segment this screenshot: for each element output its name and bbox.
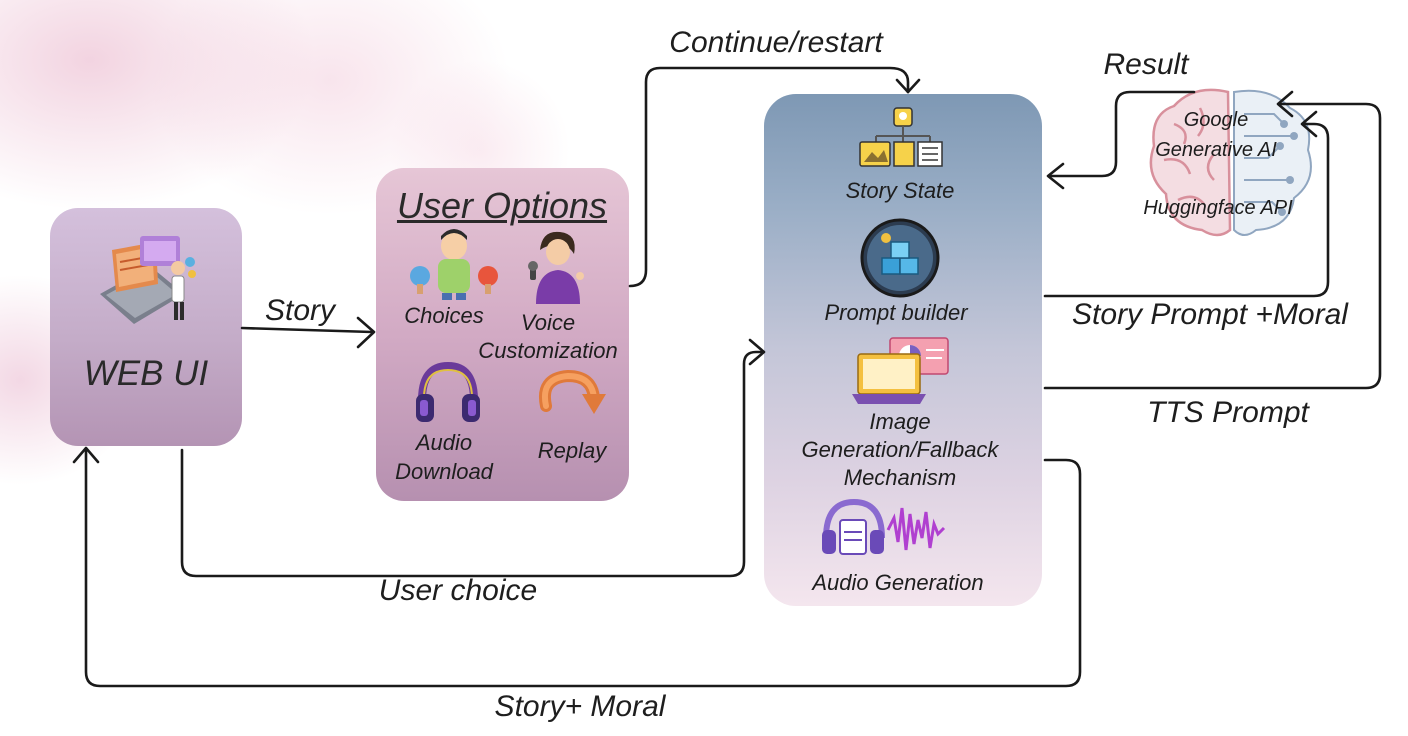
audio-generation-waveform-icon bbox=[822, 498, 946, 555]
image-generation-line3: Mechanism bbox=[843, 465, 957, 491]
choices-person-icon bbox=[410, 229, 498, 300]
image-generation-laptop-chart-icon bbox=[852, 337, 949, 404]
arrow-story bbox=[240, 316, 376, 349]
arrow-continue-restart bbox=[628, 66, 921, 288]
edge-label-tts-prompt: TTS Prompt bbox=[1147, 396, 1309, 429]
arrow-story-moral bbox=[72, 446, 1082, 688]
arrow-user-choice bbox=[180, 338, 766, 578]
story-state-label: Story State bbox=[845, 178, 955, 203]
google-label-line2: Generative AI bbox=[1155, 139, 1277, 161]
headphones-icon bbox=[416, 361, 480, 422]
voice-singer-icon bbox=[528, 231, 584, 304]
google-label-line1: Google bbox=[1183, 109, 1249, 131]
audio-label-line2: Download bbox=[395, 459, 493, 484]
ai-brain-circuit-icon bbox=[1149, 88, 1312, 237]
prompt-builder-icon bbox=[860, 218, 940, 298]
edge-label-continue-restart: Continue/restart bbox=[669, 26, 883, 59]
laptop-developer-icon bbox=[100, 236, 196, 324]
arrow-story-prompt-moral bbox=[1043, 110, 1330, 298]
edge-label-user-choice: User choice bbox=[378, 574, 538, 607]
user-options-title: User Options bbox=[396, 185, 608, 226]
audio-label-line1: Audio bbox=[415, 430, 473, 455]
image-generation-line2: Generation/Fallback bbox=[801, 437, 999, 463]
replay-arrow-icon bbox=[539, 369, 606, 414]
user-options-node bbox=[376, 168, 629, 501]
arrow-result bbox=[1046, 90, 1196, 190]
replay-label: Replay bbox=[537, 438, 607, 463]
huggingface-label: Huggingface API bbox=[1143, 197, 1293, 219]
edge-label-story-moral: Story+ Moral bbox=[494, 690, 666, 723]
voice-label-line1: Voice bbox=[520, 310, 576, 335]
edge-label-story: Story bbox=[264, 294, 336, 327]
edge-label-result: Result bbox=[1103, 48, 1189, 81]
image-generation-line1: Image bbox=[869, 409, 931, 434]
prompt-builder-label: Prompt builder bbox=[824, 300, 968, 325]
edge-label-story-prompt-moral: Story Prompt +Moral bbox=[1072, 298, 1348, 331]
story-state-flowchart-icon bbox=[859, 107, 943, 167]
arrow-tts-prompt bbox=[1043, 90, 1382, 390]
image-generation-label: Image Generation/Fallback Mechanism bbox=[770, 408, 1030, 492]
choices-label: Choices bbox=[404, 303, 484, 328]
audio-generation-label: Audio Generation bbox=[812, 570, 984, 595]
voice-label-line2: Customization bbox=[478, 338, 618, 363]
web-ui-label: WEB UI bbox=[83, 354, 209, 393]
